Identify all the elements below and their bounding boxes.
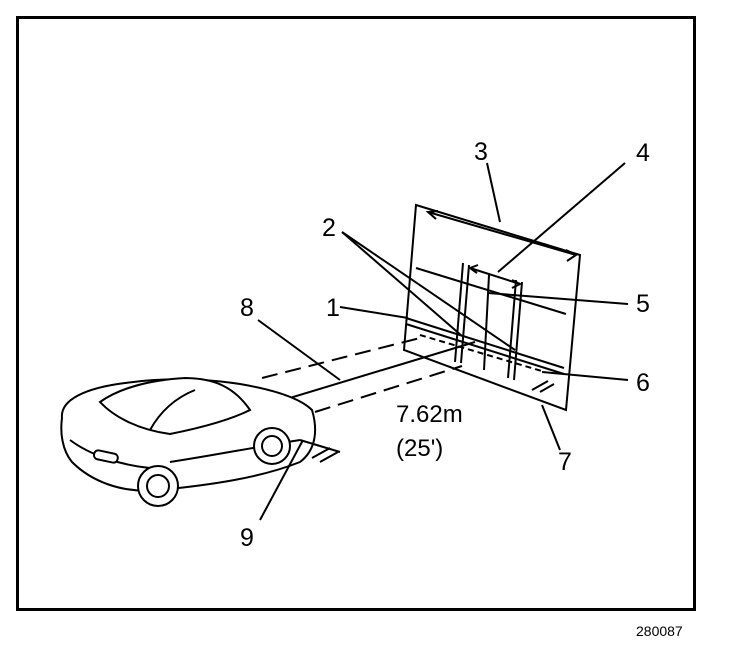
leader-lines: [257, 162, 629, 521]
callout-1: 1: [326, 294, 340, 322]
car: [60, 376, 317, 507]
callout-2: 2: [322, 214, 336, 242]
callout-7: 7: [558, 448, 572, 476]
callout-5: 5: [636, 290, 650, 318]
dimension-4-arrow: [467, 264, 523, 289]
callout-6: 6: [636, 369, 650, 397]
callout-8: 8: [240, 294, 254, 322]
screen-horizontal-lines: [405, 317, 565, 375]
callout-3: 3: [474, 138, 488, 166]
car-floor-marker: [299, 439, 341, 463]
callout-4: 4: [636, 139, 650, 167]
callout-9: 9: [240, 524, 254, 552]
diagram-frame: [16, 16, 696, 611]
dimension-3-arrow: [425, 210, 578, 262]
figure-id: 280087: [636, 623, 683, 639]
distance-imperial: (25'): [396, 435, 443, 462]
floor-marker: [531, 380, 555, 393]
distance-metric: 7.62m: [396, 401, 463, 428]
